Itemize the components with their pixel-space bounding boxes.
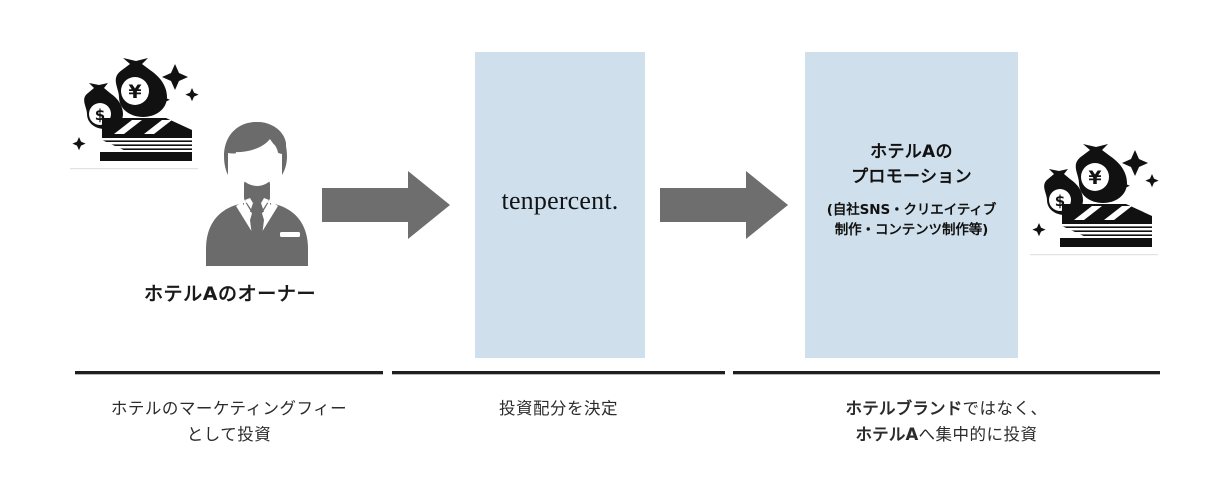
promotion-panel — [805, 52, 1018, 358]
caption-column-3: ホテルブランドではなく、 ホテルAへ集中的に投資 — [733, 396, 1160, 447]
promotion-sub-line2: 制作・コンテンツ制作等) — [834, 221, 989, 238]
caption-3-line2-bold: ホテルA — [855, 424, 919, 444]
arrow-right-icon — [322, 171, 450, 239]
svg-text:$: $ — [95, 106, 105, 124]
promotion-title-line1: ホテルAの — [870, 142, 953, 162]
caption-1-line2: として投資 — [186, 424, 272, 444]
money-stack-icon: $ ¥ — [70, 48, 200, 173]
section-divider — [75, 371, 383, 375]
promotion-sub-line1: (自社SNS・クリエイティブ — [826, 202, 997, 219]
section-divider — [733, 371, 1160, 375]
svg-text:¥: ¥ — [1088, 167, 1101, 189]
caption-column-1: ホテルのマーケティングフィー として投資 — [75, 396, 383, 447]
caption-3-line2-rest: へ集中的に投資 — [918, 424, 1038, 444]
promotion-title: ホテルAの プロモーション — [805, 140, 1018, 189]
tenpercent-logo: tenpercent. — [501, 186, 619, 215]
owner-label: ホテルAのオーナー — [143, 283, 317, 305]
caption-column-2: 投資配分を決定 — [392, 396, 725, 422]
tenpercent-panel — [475, 52, 645, 358]
promotion-subtitle: (自社SNS・クリエイティブ 制作・コンテンツ制作等) — [805, 201, 1018, 240]
businessman-icon — [198, 118, 316, 266]
caption-1-line1: ホテルのマーケティングフィー — [110, 399, 348, 418]
caption-2-line1: 投資配分を決定 — [499, 399, 618, 418]
section-divider — [392, 371, 725, 375]
caption-3-line1-bold: ホテルブランド — [845, 399, 963, 418]
svg-text:¥: ¥ — [128, 81, 141, 103]
svg-text:$: $ — [1055, 192, 1065, 210]
promotion-text-block: ホテルAの プロモーション (自社SNS・クリエイティブ 制作・コンテンツ制作等… — [805, 140, 1018, 240]
caption-3-line1-rest: ではなく、 — [962, 399, 1048, 418]
money-stack-icon: $ ¥ — [1030, 134, 1160, 259]
promotion-title-line2: プロモーション — [851, 166, 972, 187]
arrow-right-icon — [660, 171, 788, 239]
